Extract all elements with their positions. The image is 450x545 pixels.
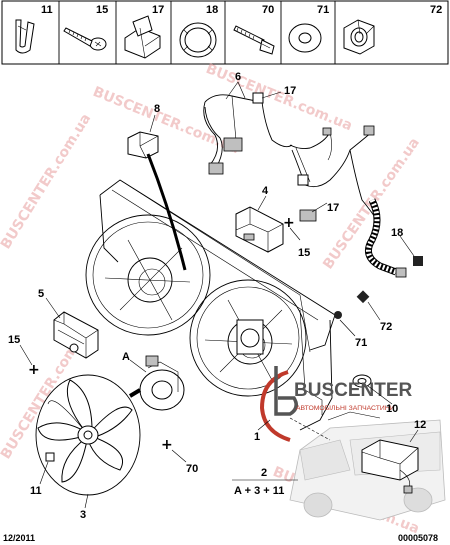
screw-icon	[63, 27, 107, 51]
callout-15-mid: 15	[298, 247, 310, 259]
callout-70: 70	[186, 463, 198, 475]
callouts: 6 8 17 17 4 15 18 5 15 72 71 A 10 12 1 7…	[8, 71, 426, 521]
sealing-ring	[352, 374, 372, 388]
callout-1: 1	[254, 431, 260, 443]
fan-motor	[128, 355, 185, 411]
callout-18: 18	[391, 227, 403, 239]
wiring-harness	[203, 92, 379, 223]
logo: BUSCENTER АВТОМОБІЛЬНІ ЗАПЧАСТИНИ	[259, 366, 413, 442]
header-num-71: 71	[317, 4, 329, 16]
callout-10: 10	[386, 403, 398, 415]
callout-72: 72	[380, 321, 392, 333]
resistor	[53, 311, 99, 359]
ecu-module	[361, 439, 419, 494]
relay	[127, 131, 187, 271]
callout-A: A	[122, 351, 130, 363]
header-strip: 11 15 17 18 70 71 72	[1, 0, 449, 65]
callout-17-mid: 17	[327, 202, 339, 214]
callout-formula: A + 3 + 11	[234, 485, 284, 497]
footer-date: 12/2011	[3, 533, 35, 543]
bracket-clip-icon	[124, 15, 161, 59]
fan-blade	[35, 374, 141, 496]
bolt-icon	[233, 25, 275, 55]
logo-name: BUSCENTER	[294, 380, 413, 401]
callout-3: 3	[80, 509, 86, 521]
callout-5: 5	[38, 288, 44, 300]
markers: + + +	[28, 215, 370, 462]
callout-6: 6	[235, 71, 241, 83]
watermark: BUSCENTER.com.ua	[204, 61, 355, 134]
header-num-15: 15	[96, 4, 108, 16]
header-num-17: 17	[152, 4, 164, 16]
fan-shroud	[85, 179, 336, 431]
callout-12: 12	[414, 419, 426, 431]
nut-icon	[343, 19, 375, 55]
washer-icon	[288, 23, 322, 53]
svg-text:+: +	[283, 215, 295, 231]
header-num-18: 18	[206, 4, 218, 16]
callout-11: 11	[30, 485, 42, 497]
logo-tagline: АВТОМОБІЛЬНІ ЗАПЧАСТИНИ	[296, 405, 395, 412]
ring-clamp-icon	[179, 22, 217, 58]
clip-icon	[15, 19, 35, 54]
watermark: BUSCENTER.com.ua	[0, 111, 94, 252]
control-module	[235, 206, 284, 253]
svg-text:+: +	[161, 437, 173, 453]
header-num-11: 11	[41, 4, 53, 16]
leader-lines	[19, 81, 419, 509]
header-num-70: 70	[262, 4, 274, 16]
callout-15-left: 15	[8, 334, 20, 346]
callout-17-top: 17	[284, 85, 296, 97]
header-num-72: 72	[430, 4, 442, 16]
svg-text:+: +	[28, 362, 40, 378]
callout-71: 71	[355, 337, 367, 349]
callout-2: 2	[261, 467, 267, 479]
callout-4: 4	[262, 185, 269, 197]
footer-code: 00005078	[398, 533, 438, 543]
corrugated-hose	[364, 198, 423, 278]
callout-8: 8	[154, 103, 160, 115]
